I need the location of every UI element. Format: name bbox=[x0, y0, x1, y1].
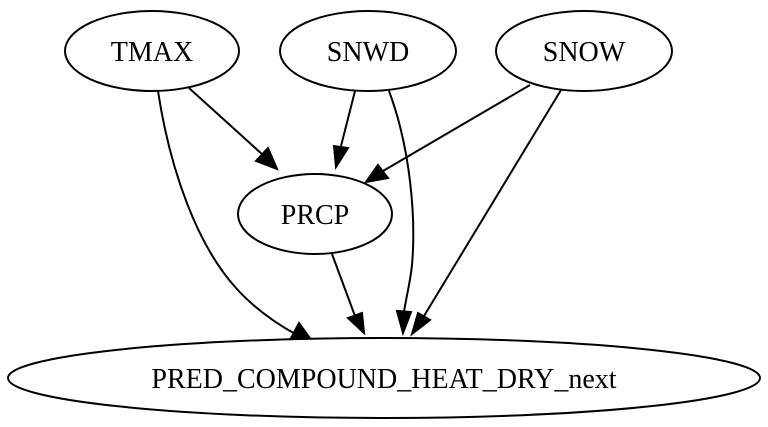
node-label-snow: SNOW bbox=[543, 37, 626, 68]
node-pred-compound-heat-dry-next: PRED_COMPOUND_HEAT_DRY_next bbox=[7, 337, 761, 419]
edge-snwd-prcp bbox=[332, 90, 356, 171]
node-label-tmax: TMAX bbox=[111, 37, 193, 68]
node-tmax: TMAX bbox=[64, 10, 240, 92]
edge-snwd-pred bbox=[388, 90, 415, 337]
node-snwd: SNWD bbox=[279, 10, 457, 92]
edge-tmax-prcp bbox=[188, 87, 279, 171]
node-label-prcp: PRCP bbox=[281, 200, 350, 231]
node-label-snwd: SNWD bbox=[327, 37, 409, 68]
node-snow: SNOW bbox=[495, 10, 673, 92]
edge-prcp-pred bbox=[331, 253, 366, 336]
node-prcp: PRCP bbox=[237, 173, 393, 255]
edge-snow-prcp bbox=[363, 84, 531, 184]
edge-snow-pred bbox=[410, 89, 562, 337]
node-label-pred-compound-heat-dry-next: PRED_COMPOUND_HEAT_DRY_next bbox=[151, 364, 616, 395]
